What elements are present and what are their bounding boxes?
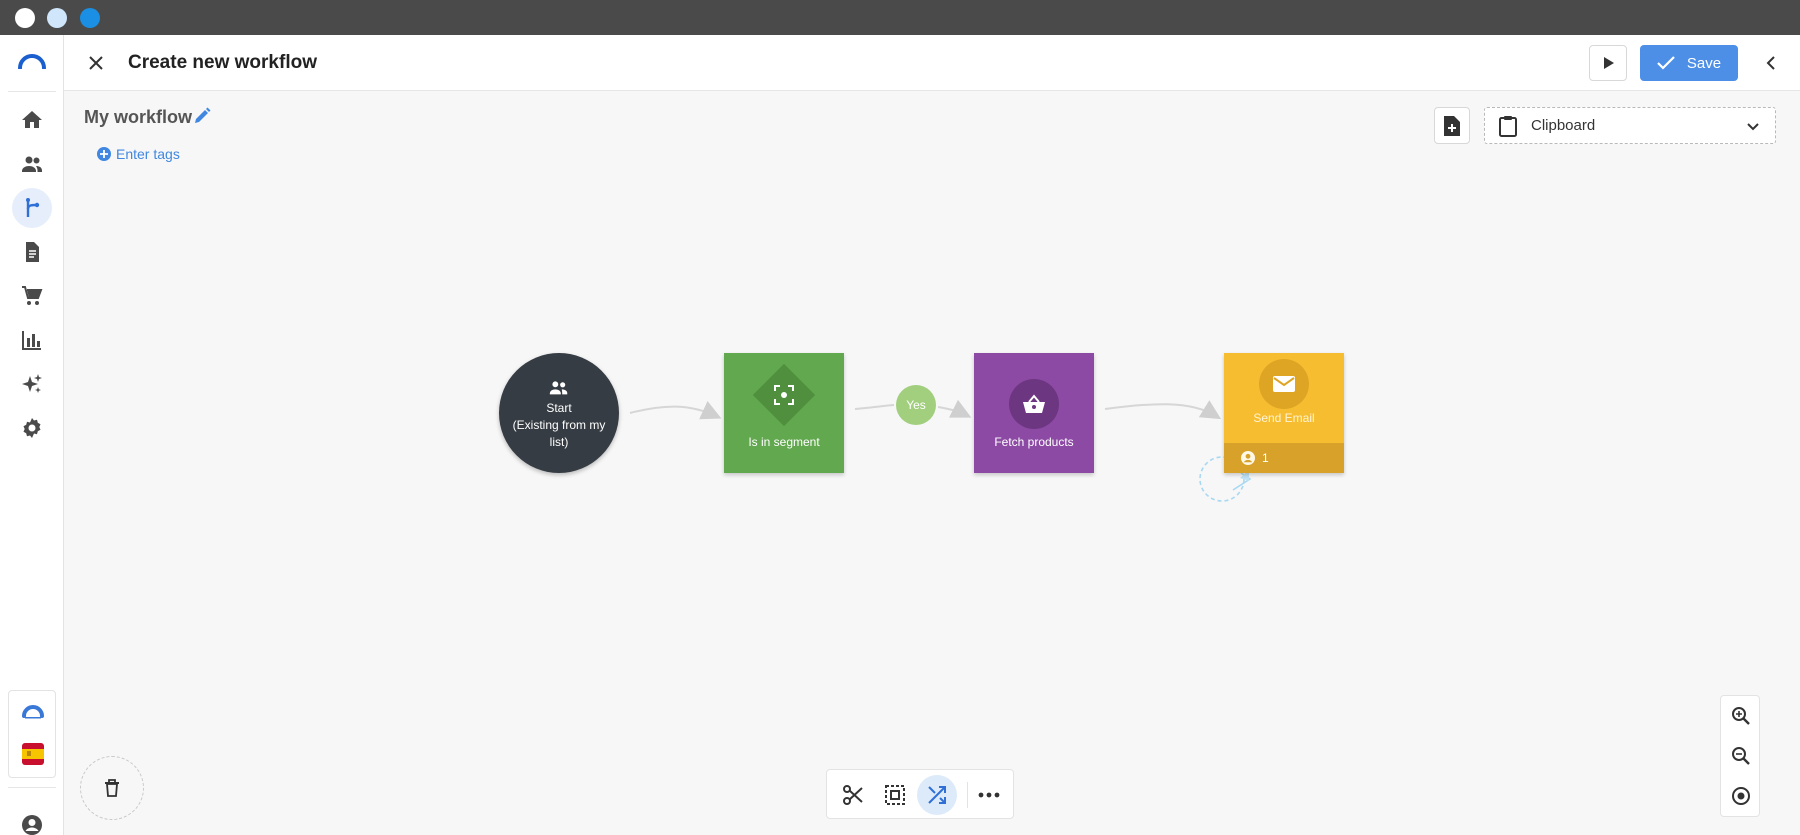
zoom-out-button[interactable] <box>1721 736 1761 776</box>
sidebar-item-home[interactable] <box>12 100 52 140</box>
sidebar-brand-card <box>8 690 56 778</box>
canvas-toolbar <box>826 769 1014 819</box>
cut-button[interactable] <box>833 775 873 815</box>
close-icon <box>89 56 103 70</box>
sidebar-item-reports[interactable] <box>12 320 52 360</box>
note-add-icon <box>1444 115 1460 136</box>
node-segment-label: Is in segment <box>748 435 820 449</box>
enter-tags-label: Enter tags <box>116 146 180 162</box>
clipboard-dropdown[interactable]: Clipboard <box>1484 107 1776 144</box>
zoom-in-button[interactable] <box>1721 696 1761 736</box>
select-area-button[interactable] <box>875 775 915 815</box>
sparkles-icon <box>22 374 42 393</box>
sidebar-item-ai[interactable] <box>12 364 52 404</box>
collapse-panel-button[interactable] <box>1757 49 1785 77</box>
spain-flag-icon[interactable] <box>22 743 44 765</box>
brand-small-logo[interactable] <box>21 703 45 719</box>
node-start[interactable]: Start (Existing from my list) <box>499 353 619 473</box>
cart-icon <box>22 286 43 305</box>
check-icon <box>1657 56 1675 70</box>
document-icon <box>26 242 39 262</box>
delete-drop-zone[interactable] <box>80 756 144 820</box>
add-to-clipboard-button[interactable] <box>1434 107 1470 144</box>
sidebar-item-workflows[interactable] <box>12 188 52 228</box>
save-button[interactable]: Save <box>1640 45 1738 81</box>
bar-chart-icon <box>22 331 41 350</box>
basket-icon <box>1023 394 1045 413</box>
workflow-branch-icon <box>26 198 40 217</box>
account-circle-icon <box>22 815 42 835</box>
zoom-out-icon <box>1732 747 1750 765</box>
clipboard-icon <box>1499 116 1517 137</box>
sidebar-item-ecommerce[interactable] <box>12 276 52 316</box>
enter-tags-link[interactable]: Enter tags <box>96 146 180 162</box>
node-is-in-segment[interactable]: Is in segment <box>724 353 844 473</box>
brand-logo[interactable] <box>18 53 46 70</box>
auto-layout-button[interactable] <box>917 775 957 815</box>
home-icon <box>22 111 42 128</box>
connector-start-segment <box>629 401 722 420</box>
more-icon <box>978 792 1000 798</box>
center-view-button[interactable] <box>1721 776 1761 816</box>
more-options-button[interactable] <box>969 775 1009 815</box>
trash-icon <box>105 779 119 797</box>
workflow-name: My workflow <box>84 107 193 127</box>
node-email-count: 1 <box>1262 451 1269 465</box>
people-icon <box>549 380 568 394</box>
node-start-sublabel: (Existing from my <box>512 417 606 432</box>
gear-icon <box>23 418 41 438</box>
auto-layout-icon <box>928 786 946 804</box>
sidebar-item-contacts[interactable] <box>12 144 52 184</box>
clipboard-label: Clipboard <box>1531 117 1596 134</box>
scissors-icon <box>843 785 863 805</box>
zoom-in-icon <box>1732 707 1750 725</box>
sidebar-item-account[interactable] <box>12 805 52 835</box>
center-view-icon <box>1732 787 1750 805</box>
condition-yes-badge[interactable]: Yes <box>896 385 936 425</box>
node-fetch-label: Fetch products <box>994 435 1074 449</box>
people-icon <box>22 156 42 172</box>
node-fetch-products[interactable]: Fetch products <box>974 353 1094 473</box>
connector-segment-yes <box>854 404 895 410</box>
node-send-email[interactable]: Send Email 1 <box>1224 353 1344 473</box>
edit-workflow-name-button[interactable] <box>193 107 213 127</box>
page-title: Create new workflow <box>128 52 317 73</box>
node-email-label: Send Email <box>1253 411 1315 425</box>
play-icon <box>1604 57 1614 69</box>
save-button-label: Save <box>1686 54 1722 72</box>
window-titlebar <box>0 0 1800 35</box>
chevron-down-icon <box>1747 123 1759 131</box>
sidebar-item-templates[interactable] <box>12 232 52 272</box>
segment-focus-icon <box>774 385 794 405</box>
header-bar: Create new workflow Save <box>64 35 1800 91</box>
node-start-label: Start <box>546 400 572 415</box>
close-workflow-button[interactable] <box>82 49 110 77</box>
account-circle-icon <box>1241 451 1255 465</box>
pencil-icon <box>195 107 211 123</box>
email-icon <box>1273 376 1295 392</box>
sidebar <box>0 35 64 835</box>
run-test-button[interactable] <box>1589 45 1627 81</box>
window-close-dot[interactable] <box>15 8 35 28</box>
select-area-icon <box>885 785 905 805</box>
sidebar-item-settings[interactable] <box>12 408 52 448</box>
chevron-left-icon <box>1766 56 1775 70</box>
node-start-sublabel-2: list) <box>549 434 569 449</box>
connector-fetch-email <box>1104 400 1222 420</box>
node-email-footer: 1 <box>1224 443 1344 473</box>
window-maximize-dot[interactable] <box>80 8 100 28</box>
connector-yes-fetch <box>937 399 972 418</box>
window-minimize-dot[interactable] <box>47 8 67 28</box>
zoom-controls <box>1720 695 1760 817</box>
add-circle-icon <box>97 147 111 161</box>
